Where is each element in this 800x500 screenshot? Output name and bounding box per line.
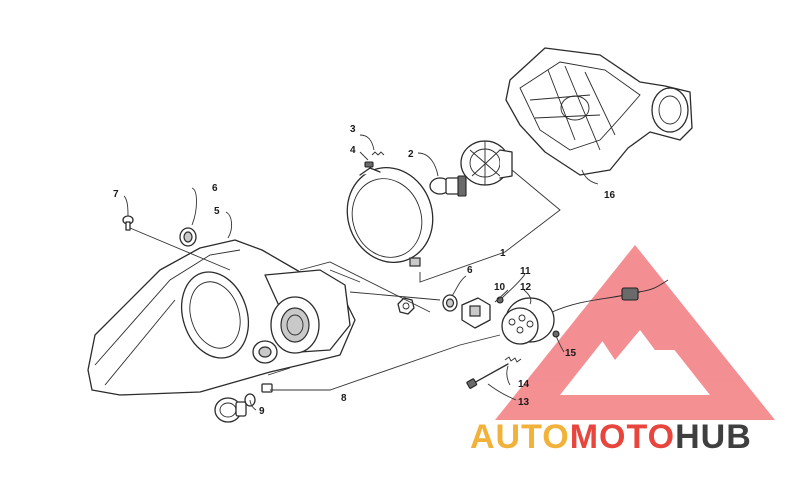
callout-5: 5 — [214, 206, 220, 217]
callout-3: 3 — [350, 124, 356, 135]
callout-8: 8 — [341, 393, 347, 404]
main-headlight-housing — [87, 239, 356, 396]
position-bulb-socket — [214, 383, 273, 423]
callout-12: 12 — [520, 282, 532, 293]
callout-6a: 6 — [212, 183, 218, 194]
callout-4: 4 — [350, 145, 356, 156]
spring-and-screw — [364, 151, 385, 168]
callout-labels: 1 2 3 4 5 6 6 7 8 9 10 11 12 13 14 15 16 — [113, 124, 616, 417]
callout-7: 7 — [113, 189, 119, 200]
watermark-brand-moto: MOTO — [569, 418, 676, 456]
bracket-10 — [461, 297, 491, 329]
headlamp-reflector — [346, 167, 434, 267]
callout-15: 15 — [565, 348, 577, 359]
headlight-bulb — [429, 175, 467, 197]
grommet-lower — [442, 294, 458, 312]
callout-11: 11 — [520, 266, 531, 277]
callout-14: 14 — [518, 379, 530, 390]
callout-1: 1 — [500, 248, 506, 259]
screw-and-spring — [466, 356, 522, 389]
rear-housing-cover — [505, 47, 693, 176]
bulb-socket-holder — [460, 140, 513, 186]
position-lamp-housing — [501, 279, 669, 345]
watermark-brand-auto: AUTO — [470, 418, 570, 456]
callout-9: 9 — [259, 406, 265, 417]
callout-13: 13 — [518, 397, 530, 408]
leader-lines — [123, 134, 599, 411]
grommet-upper — [179, 227, 197, 247]
watermark-brand-hub: HUB — [675, 418, 752, 456]
bolt-7 — [122, 215, 134, 231]
callout-16: 16 — [604, 190, 616, 201]
callout-10: 10 — [494, 282, 506, 293]
callout-6b: 6 — [467, 265, 473, 276]
watermark-triangle-logo — [495, 245, 775, 420]
watermark-brand: AUTOMOTOHUB — [470, 418, 752, 457]
callout-2: 2 — [408, 149, 414, 160]
